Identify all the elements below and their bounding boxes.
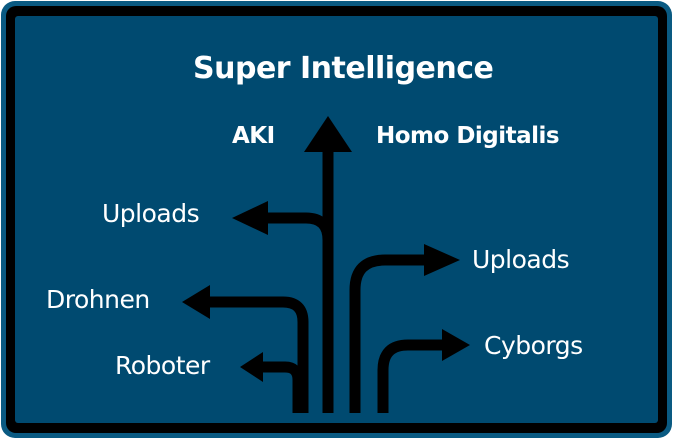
arrow-roboter-stem: [262, 361, 304, 413]
arrow-roboter-head: [240, 352, 263, 382]
arrow-cyborgs-stem: [377, 339, 446, 413]
label-drohnen: Drohnen: [46, 285, 150, 314]
arrow-uploads-left-head: [232, 201, 268, 235]
label-homo-digitalis: Homo Digitalis: [376, 123, 560, 149]
arrow-drohnen-stem: [208, 296, 309, 413]
label-aki: AKI: [232, 123, 275, 149]
arrow-uploads-right-stem: [349, 254, 428, 413]
arrow-uploads-right-head: [424, 244, 460, 276]
arrow-cyborgs-head: [442, 329, 470, 361]
arrow-paths: [208, 150, 446, 413]
label-roboter: Roboter: [115, 351, 210, 380]
arrow-drohnen-head: [182, 285, 210, 319]
title-super-intelligence: Super Intelligence: [193, 51, 494, 86]
arrow-uploads-left-stem: [266, 212, 334, 241]
label-uploads-right: Uploads: [472, 245, 570, 274]
arrow-heads: [182, 116, 470, 382]
label-cyborgs: Cyborgs: [484, 331, 583, 360]
frame-background: [15, 16, 658, 423]
label-uploads-left: Uploads: [102, 199, 200, 228]
arrow-aki-head: [304, 116, 352, 152]
